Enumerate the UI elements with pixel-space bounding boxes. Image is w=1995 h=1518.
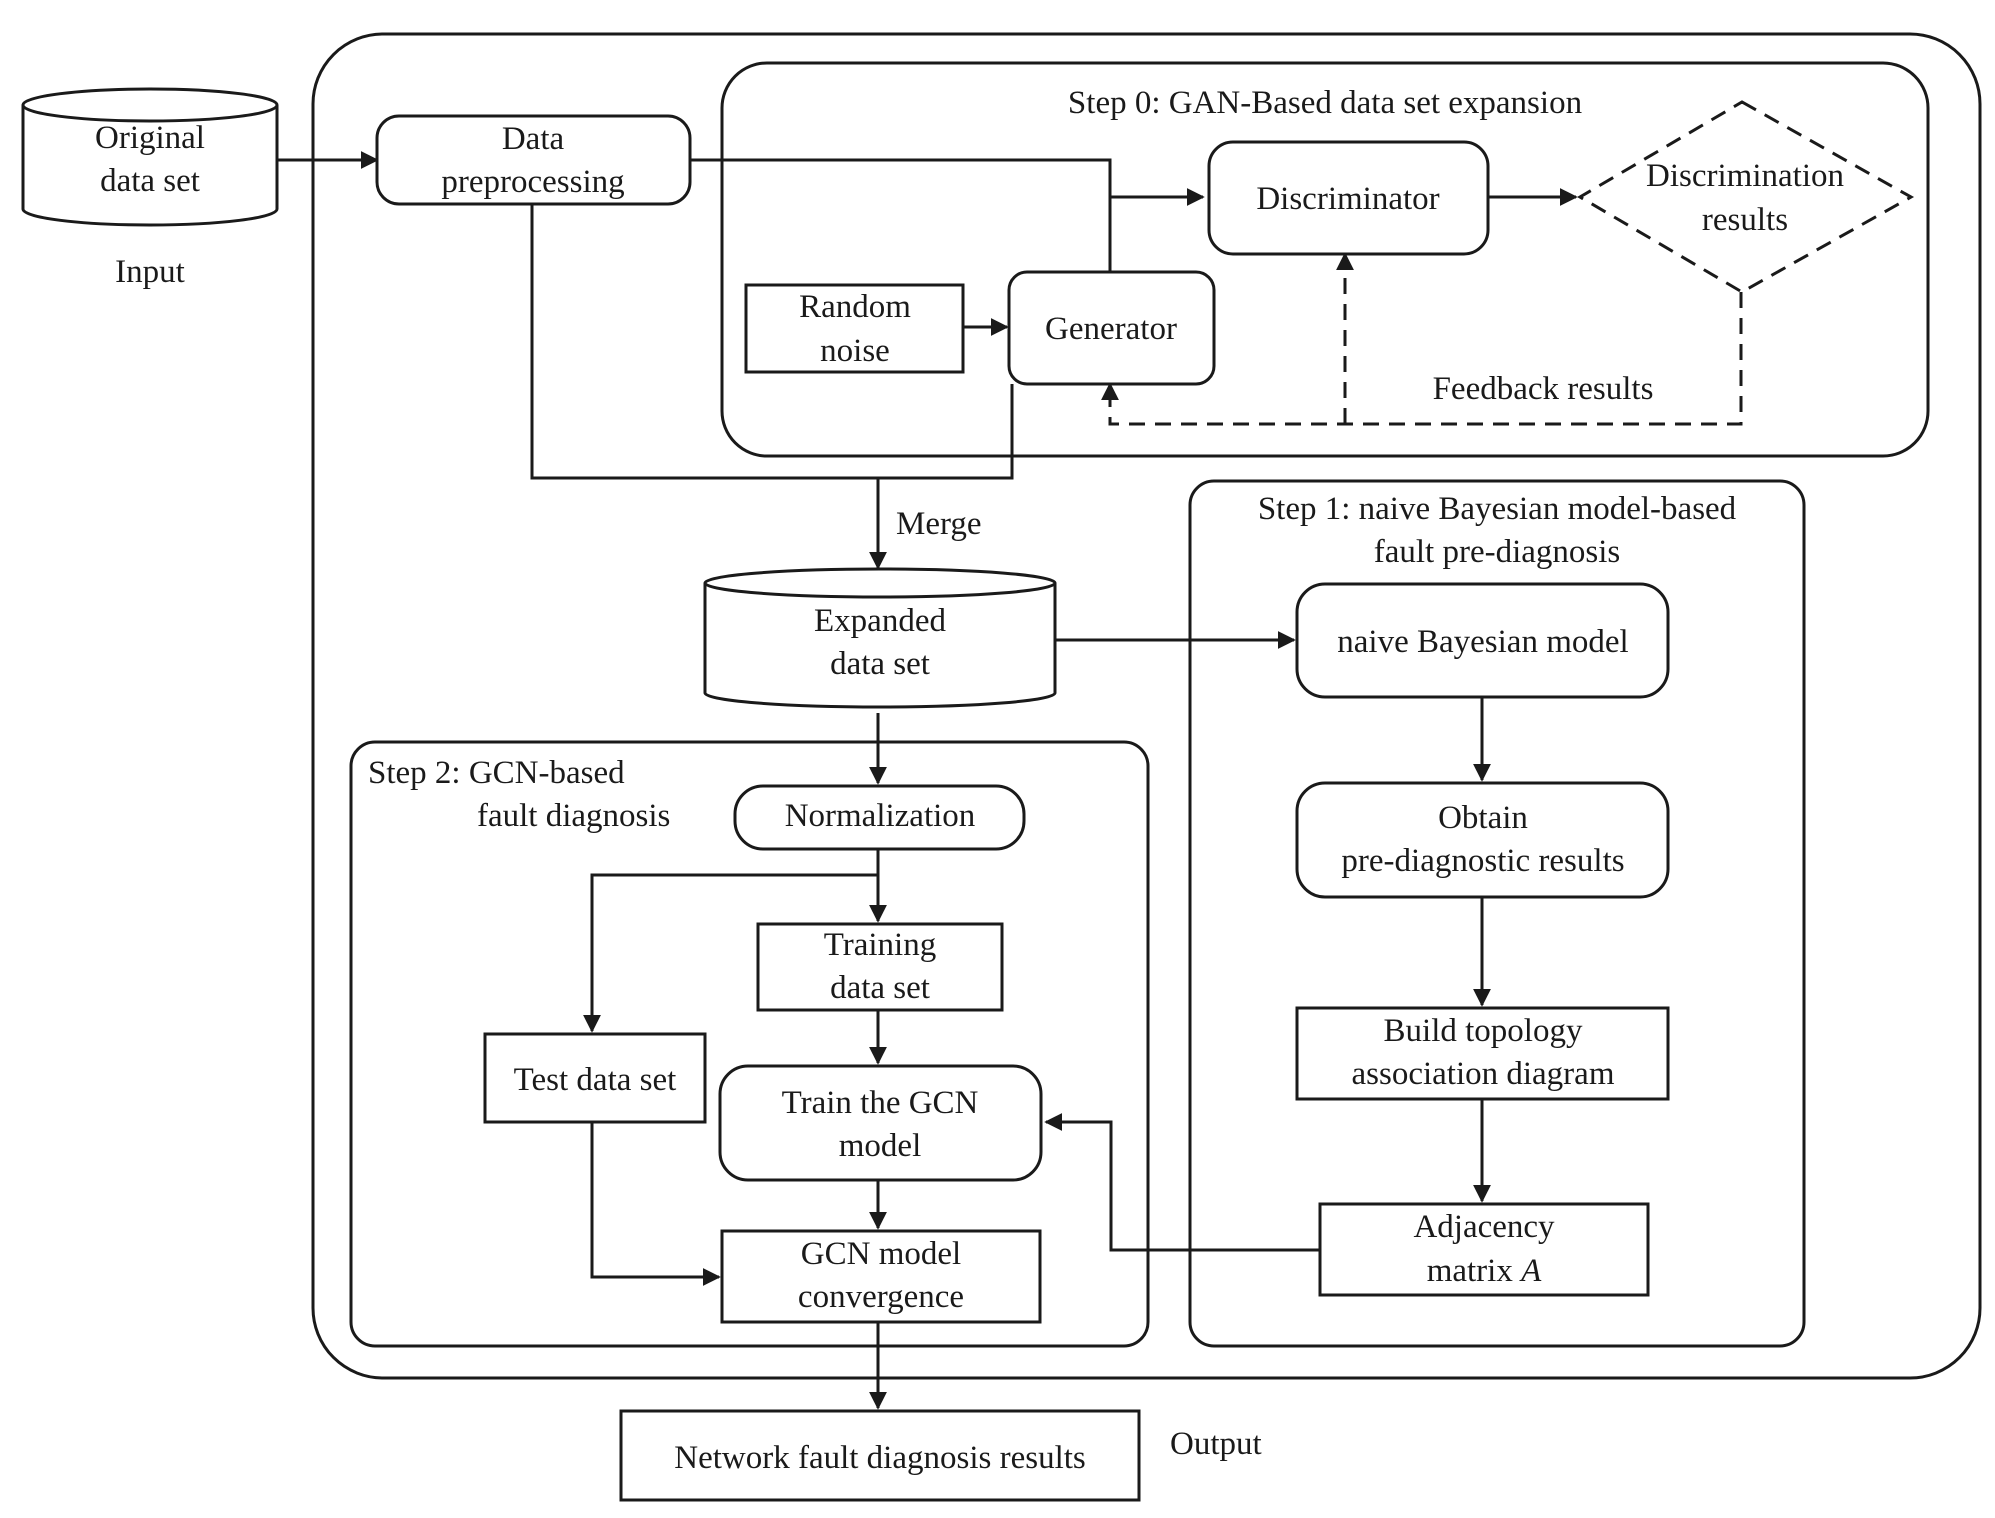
obtain-label-1: Obtain: [1438, 800, 1528, 836]
adjacency-matrix-node: Adjacency matrix A: [1318, 1202, 1650, 1297]
step2-frame: [349, 740, 1150, 1348]
original-label-2: data set: [100, 163, 200, 199]
preprocessing-label-2: preprocessing: [441, 164, 624, 200]
discriminator-node: Discriminator: [1207, 140, 1490, 256]
train-gcn-label-1: Train the GCN: [782, 1085, 979, 1121]
training-label-2: data set: [830, 970, 930, 1006]
generator-label: Generator: [1045, 311, 1177, 347]
training-data-set-node: Training data set: [756, 922, 1004, 1012]
adjacency-label-prefix: matrix: [1427, 1253, 1521, 1289]
step1-frame: [1188, 479, 1806, 1348]
edge-preprocessing-to-merge: [530, 204, 878, 480]
expanded-data-set-node: Expanded data set: [703, 567, 1057, 709]
edge-feedback-to-generator: [1101, 292, 1743, 426]
original-data-set-node: Original data set: [21, 87, 279, 227]
discrimination-results-node: Discrimination results: [1577, 100, 1915, 294]
output-label: Output: [1170, 1426, 1262, 1462]
step1-title-line1: Step 1: naive Bayesian model-based: [1258, 491, 1737, 527]
random-noise-label-2: noise: [820, 333, 890, 369]
feedback-label: Feedback results: [1433, 371, 1654, 407]
edge-preprocessing-to-discriminator: [690, 158, 1205, 206]
step0-frame: [720, 61, 1930, 458]
preprocessing-label-1: Data: [502, 121, 565, 157]
discrimination-label-1: Discrimination: [1646, 158, 1844, 194]
discrimination-label-2: results: [1702, 202, 1788, 238]
generator-node: Generator: [1007, 270, 1216, 386]
naive-bayesian-model-node: naive Bayesian model: [1295, 582, 1670, 699]
edge-normalization-to-test: [583, 873, 878, 1033]
train-gcn-label-2: model: [839, 1128, 921, 1164]
adjacency-label-symbol: A: [1519, 1253, 1542, 1289]
build-label-1: Build topology: [1384, 1013, 1583, 1049]
convergence-label-2: convergence: [798, 1279, 964, 1315]
step1-title-line2: fault pre-diagnosis: [1374, 534, 1621, 570]
expanded-label-2: data set: [830, 646, 930, 682]
test-label: Test data set: [514, 1062, 677, 1098]
step2-title-line1: Step 2: GCN-based: [368, 755, 625, 791]
expanded-label-1: Expanded: [814, 603, 946, 639]
build-topology-node: Build topology association diagram: [1295, 1006, 1670, 1101]
data-preprocessing-node: Data preprocessing: [375, 114, 692, 206]
obtain-results-node: Obtain pre-diagnostic results: [1295, 781, 1670, 899]
discriminator-label: Discriminator: [1256, 181, 1439, 217]
naive-bayes-label: naive Bayesian model: [1337, 624, 1628, 660]
step0-title: Step 0: GAN-Based data set expansion: [1068, 85, 1582, 121]
main-frame: [311, 32, 1982, 1380]
original-label-1: Original: [95, 120, 205, 156]
network-results-label: Network fault diagnosis results: [674, 1440, 1086, 1476]
convergence-label-1: GCN model: [801, 1236, 961, 1272]
adjacency-label-1: Adjacency: [1413, 1209, 1555, 1245]
input-label: Input: [115, 254, 185, 290]
train-gcn-model-node: Train the GCN model: [718, 1064, 1043, 1182]
gcn-convergence-node: GCN model convergence: [720, 1229, 1042, 1324]
random-noise-node: Random noise: [744, 283, 965, 374]
merge-label: Merge: [896, 506, 982, 542]
network-results-node: Network fault diagnosis results: [619, 1409, 1141, 1502]
obtain-label-2: pre-diagnostic results: [1341, 843, 1624, 879]
edge-generator-to-merge: [878, 384, 1014, 480]
training-label-1: Training: [824, 927, 936, 963]
build-label-2: association diagram: [1351, 1056, 1614, 1092]
adjacency-label-2: matrix A: [1427, 1253, 1542, 1289]
edge-test-to-convergence: [590, 1122, 721, 1286]
normalization-label: Normalization: [785, 798, 976, 834]
step2-title-line2: fault diagnosis: [477, 798, 670, 834]
normalization-node: Normalization: [733, 784, 1026, 851]
edge-adjacency-to-train: [1044, 1113, 1320, 1252]
random-noise-label-1: Random: [799, 289, 911, 325]
test-data-set-node: Test data set: [483, 1032, 707, 1124]
